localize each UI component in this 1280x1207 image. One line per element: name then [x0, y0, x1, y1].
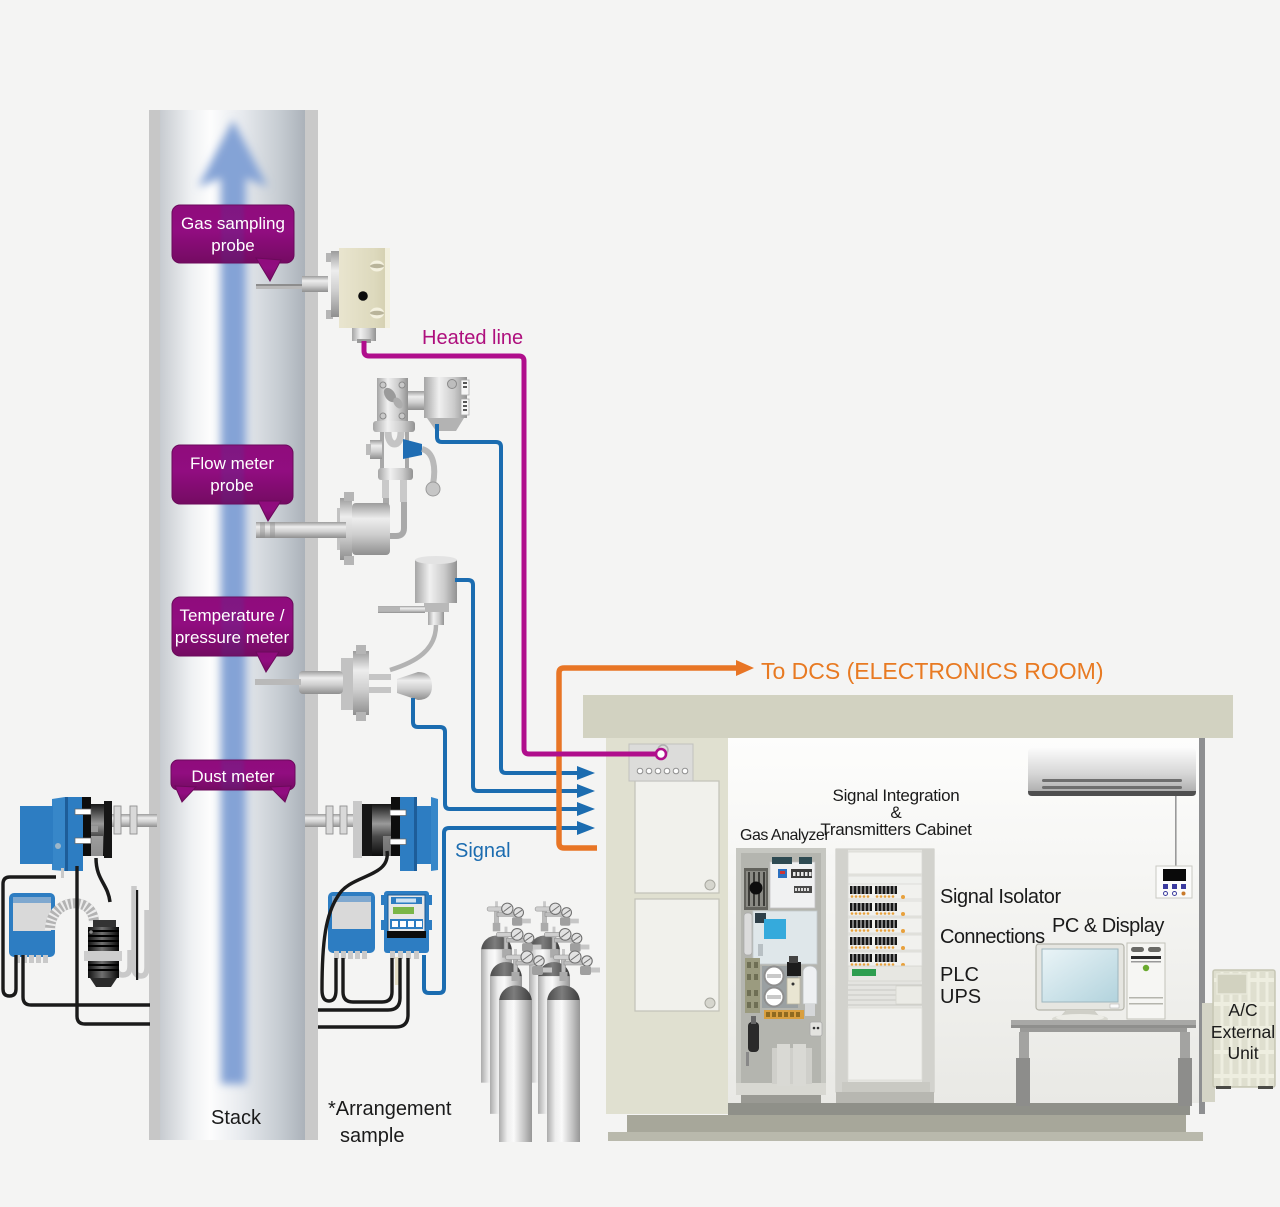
svg-text:A/C: A/C	[1228, 1000, 1257, 1020]
svg-text:Signal Isolator: Signal Isolator	[940, 886, 1061, 908]
svg-text:Temperature /: Temperature /	[180, 606, 285, 625]
svg-text:probe: probe	[211, 236, 254, 255]
svg-text:Flow meter: Flow meter	[190, 454, 274, 473]
svg-text:Signal: Signal	[455, 840, 511, 862]
svg-text:Stack: Stack	[211, 1107, 262, 1129]
svg-text:Gas sampling: Gas sampling	[181, 214, 285, 233]
svg-text:&: &	[890, 803, 902, 822]
svg-text:Signal Integration: Signal Integration	[833, 786, 960, 805]
svg-text:PLC: PLC	[940, 964, 979, 986]
svg-text:Connections: Connections	[940, 926, 1045, 948]
svg-text:probe: probe	[210, 476, 253, 495]
svg-text:Heated line: Heated line	[422, 327, 523, 349]
svg-text:External: External	[1211, 1022, 1275, 1042]
svg-text:PC & Display: PC & Display	[1052, 915, 1164, 937]
svg-text:*Arrangement: *Arrangement	[328, 1098, 452, 1120]
svg-text:Dust meter: Dust meter	[191, 767, 274, 786]
svg-text:Gas Analyzer: Gas Analyzer	[740, 827, 830, 844]
svg-text:Transmitters Cabinet: Transmitters Cabinet	[820, 820, 972, 839]
svg-text:To DCS (ELECTRONICS ROOM): To DCS (ELECTRONICS ROOM)	[761, 658, 1103, 684]
svg-text:Unit: Unit	[1227, 1043, 1258, 1063]
svg-text:UPS: UPS	[940, 986, 981, 1008]
svg-text:sample: sample	[340, 1125, 404, 1147]
svg-text:pressure meter: pressure meter	[175, 628, 290, 647]
